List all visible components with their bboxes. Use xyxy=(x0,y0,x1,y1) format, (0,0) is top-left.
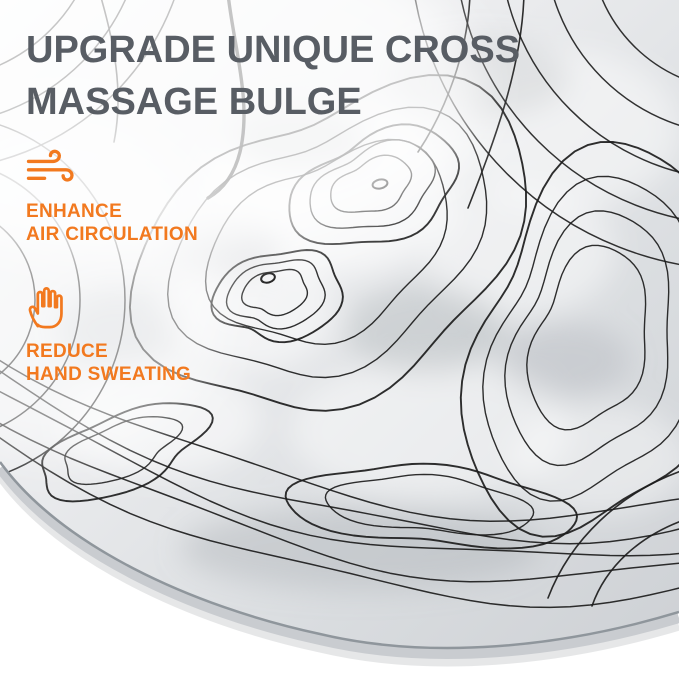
feature-line1: REDUCE xyxy=(26,341,109,362)
hand-icon xyxy=(28,286,63,329)
wind-icon xyxy=(26,149,74,182)
headline-line1: UPGRADE UNIQUE CROSS xyxy=(26,29,521,71)
pad-shadow xyxy=(0,473,679,667)
feature-line1: ENHANCE xyxy=(26,201,123,222)
headline: UPGRADE UNIQUE CROSS MASSAGE BULGE xyxy=(26,24,520,128)
feature-air-circulation: ENHANCE AIR CIRCULATION xyxy=(26,146,198,246)
pad-edge-band xyxy=(0,465,679,659)
headline-line2: MASSAGE BULGE xyxy=(26,81,362,123)
pad-edge-line xyxy=(0,461,679,650)
feature-line2: HAND SWEATING xyxy=(26,364,192,385)
feature-hand-sweating: REDUCE HAND SWEATING xyxy=(26,284,191,386)
feature-line2: AIR CIRCULATION xyxy=(26,224,198,245)
highlight-wash xyxy=(0,0,480,460)
